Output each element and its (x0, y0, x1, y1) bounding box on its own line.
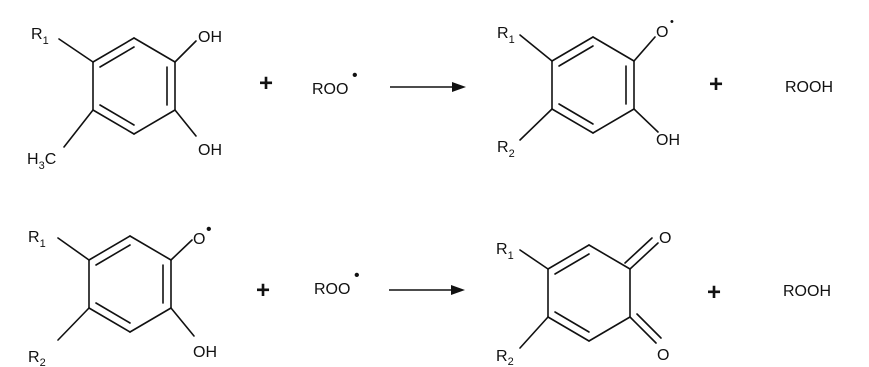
reaction-2: R1 R2 O • OH + ROO • (28, 221, 831, 367)
benzene-ring (92, 37, 176, 135)
bond-to-r2 (519, 316, 549, 349)
r2-label: R2 (28, 349, 46, 367)
carbonyl-top-bond-inner (624, 237, 653, 264)
plus-sign: + (709, 71, 723, 98)
bond-to-oh (633, 108, 659, 133)
reaction-2-reactant-molecule: R1 R2 O • OH (28, 221, 217, 367)
oxygen-label: O (656, 24, 668, 41)
peroxyl-radical: ROO • (312, 67, 358, 98)
hydroperoxide-label: ROOH (783, 283, 831, 300)
reaction-1: R1 H3C OH OH + ROO • (27, 16, 833, 172)
benzene-ring (88, 235, 172, 333)
bond-to-oxygen (633, 36, 656, 62)
reaction-arrow (390, 82, 466, 92)
bond-to-r1 (58, 38, 94, 63)
hydroxyl-top-label: OH (198, 29, 222, 46)
methyl-label: H3C (27, 151, 56, 172)
bond-to-methyl (63, 109, 94, 148)
bond-to-oh-top (174, 40, 197, 63)
plus-sign: + (707, 279, 721, 306)
bond-to-r2 (57, 307, 90, 341)
hydroxyl-label: OH (193, 344, 217, 361)
peroxyl-radical-label: ROO (312, 81, 348, 98)
peroxyl-radical-label: ROO (314, 281, 350, 298)
bond-to-oh (170, 307, 195, 337)
r2-label: R2 (497, 139, 515, 160)
carbonyl-top-oxygen: O (659, 230, 671, 247)
bond-to-oh-bottom (174, 109, 197, 137)
oxygen-label: O (193, 231, 205, 248)
reaction-arrow (389, 285, 465, 295)
plus-sign: + (259, 70, 273, 97)
hydroxyl-bottom-label: OH (198, 142, 222, 159)
r1-label: R1 (496, 241, 514, 262)
radical-dot: • (206, 221, 212, 238)
benzene-ring (551, 36, 635, 134)
radical-dot: • (670, 16, 674, 28)
quinone-ring (547, 244, 631, 342)
r1-label: R1 (28, 229, 46, 250)
r1-label: R1 (31, 26, 49, 47)
bond-to-r1 (57, 237, 90, 261)
bond-to-oxygen (170, 239, 193, 261)
peroxyl-radical: ROO • (314, 267, 360, 298)
carbonyl-bottom-oxygen: O (657, 347, 669, 364)
carbonyl-bottom-bond-inner (636, 313, 662, 339)
radical-dot: • (354, 267, 360, 284)
hydroperoxide-label: ROOH (785, 79, 833, 96)
reaction-2-product-molecule: R1 R2 O O (496, 230, 671, 367)
carbonyl-top-bond (629, 242, 659, 270)
hydroxyl-label: OH (656, 132, 680, 149)
radical-dot: • (352, 67, 358, 84)
bond-to-r1 (519, 34, 553, 62)
bond-to-r1 (519, 249, 549, 270)
r1-label: R1 (497, 25, 515, 46)
r2-label: R2 (496, 348, 514, 367)
bond-to-r2 (519, 108, 553, 141)
reaction-1-product-molecule: R1 R2 O • OH (497, 16, 680, 160)
reaction-1-reactant-molecule: R1 H3C OH OH (27, 26, 222, 172)
carbonyl-bottom-bond (629, 316, 657, 344)
plus-sign: + (256, 277, 270, 304)
